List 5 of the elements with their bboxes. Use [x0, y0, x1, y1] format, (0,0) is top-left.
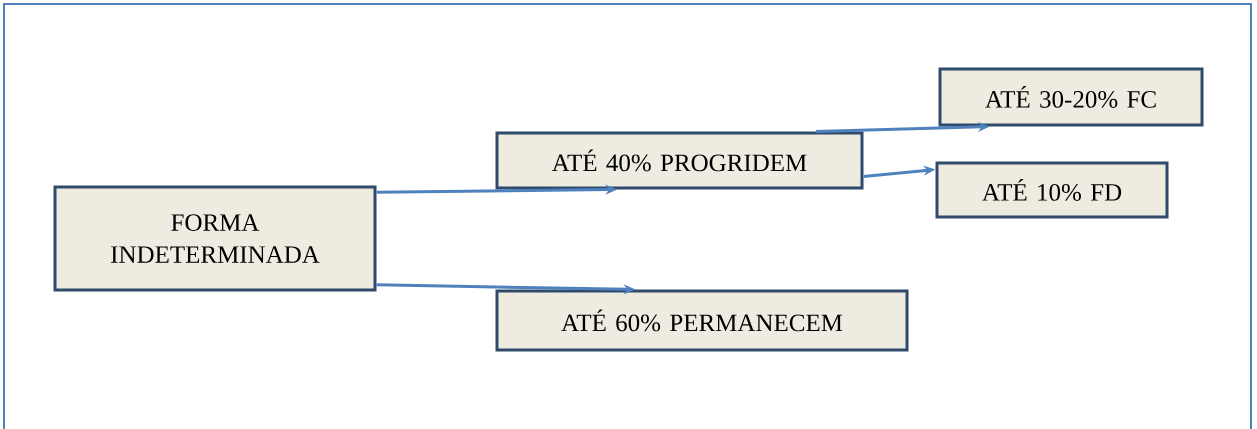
text-box: ATÉ 10% FD — [935, 161, 1169, 219]
text-box: ATÉ 40% PROGRIDEM — [495, 131, 864, 190]
text-box: ATÉ 60% PERMANECEM — [495, 289, 909, 352]
text-box: FORMA INDETERMINADA — [53, 185, 377, 292]
text-box: ATÉ 30-20% FC — [938, 67, 1204, 127]
